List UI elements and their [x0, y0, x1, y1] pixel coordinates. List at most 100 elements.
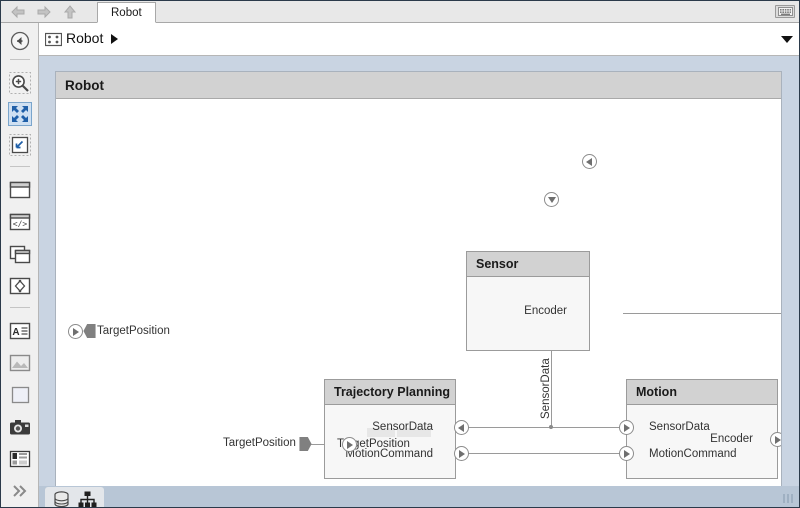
status-tool-group: [45, 487, 104, 507]
triangle-left-icon: [586, 158, 592, 166]
port-label-motion-encoder: Encoder: [710, 433, 753, 445]
svg-text:A: A: [12, 327, 19, 338]
keyboard-icon[interactable]: [775, 5, 795, 18]
fit-to-view-icon: [12, 106, 28, 122]
hierarchy-icon[interactable]: [78, 491, 97, 507]
subsystem-icon: [9, 245, 31, 263]
interface-arrow-icon: [83, 324, 96, 338]
add-annotation-button[interactable]: A: [8, 319, 32, 343]
nav-forward-button[interactable]: [33, 3, 55, 21]
block-diagram[interactable]: Sensor Encoder SensorData Trajecto: [56, 99, 781, 486]
arrow-right-icon: [37, 5, 51, 19]
triangle-right-icon: [624, 450, 630, 458]
interface-arrow-right-icon: [299, 437, 312, 451]
wire-sensordata-vertical: [551, 351, 552, 428]
model-card: Robot Sensor: [55, 71, 782, 486]
root-port-label-targetposition: TargetPosition: [97, 325, 170, 337]
zoom-in-button[interactable]: [8, 71, 32, 95]
port-label-motion-sensordata: SensorData: [649, 421, 710, 433]
canvas-area[interactable]: Robot Sensor: [39, 56, 799, 507]
port-motion-motioncommand[interactable]: [619, 446, 634, 461]
breadcrumb-label[interactable]: Robot: [66, 30, 104, 46]
scroll-grip-icon[interactable]: [783, 494, 795, 503]
block-trajectory-planning-title: Trajectory Planning: [334, 385, 451, 399]
block-sensor-title: Sensor: [476, 257, 519, 271]
tab-bar: Robot: [1, 1, 799, 23]
image-icon: [9, 354, 31, 372]
block-motion-title: Motion: [636, 385, 677, 399]
text-annotation-icon: A: [9, 322, 31, 340]
add-report-button[interactable]: [8, 447, 32, 471]
more-tools-button[interactable]: [8, 479, 32, 503]
block-sensor-header: Sensor: [467, 252, 589, 277]
add-subsystem-button[interactable]: [8, 242, 32, 266]
block-trajectory-planning[interactable]: Trajectory Planning TargetPosition Senso…: [324, 379, 456, 479]
add-image-button[interactable]: [8, 351, 32, 375]
ghost-mark-2: [397, 428, 431, 437]
tab-robot-label: Robot: [111, 6, 142, 19]
port-traj-motioncommand[interactable]: [454, 446, 469, 461]
signal-label-targetposition: TargetPosition: [223, 437, 296, 449]
chevron-double-right-icon: [13, 485, 27, 497]
wire-motioncommand: [462, 453, 649, 454]
database-icon[interactable]: [52, 490, 71, 507]
fit-to-view-button[interactable]: [8, 102, 32, 126]
add-state-chart-button[interactable]: [8, 274, 32, 298]
status-bar: [39, 486, 799, 507]
port-motion-encoder[interactable]: [770, 432, 781, 447]
breadcrumb: Robot: [39, 23, 799, 56]
left-toolbar: </> A: [1, 23, 39, 507]
navigate-back-button[interactable]: [8, 29, 32, 53]
triangle-right-icon: [73, 328, 79, 336]
triangle-right-icon: [347, 441, 353, 449]
page-title: Robot: [65, 77, 104, 93]
triangle-left-icon: [458, 424, 464, 432]
block-motion[interactable]: Motion SensorData MotionCommand Encoder: [626, 379, 778, 479]
triangle-down-icon: [548, 197, 556, 203]
port-motion-sensordata[interactable]: [619, 420, 634, 435]
arrow-left-icon: [11, 5, 25, 19]
port-label-sensor-encoder: Encoder: [524, 305, 567, 317]
add-code-block-button[interactable]: </>: [8, 210, 32, 234]
port-traj-sensordata[interactable]: [454, 420, 469, 435]
zoom-to-selection-button[interactable]: [8, 133, 32, 157]
toolbar-divider-3: [10, 307, 30, 308]
port-sensor-encoder[interactable]: [582, 154, 597, 169]
port-traj-targetposition[interactable]: [342, 437, 357, 452]
port-label-traj-sensordata: SensorData: [372, 421, 433, 433]
wire-junction: [549, 425, 553, 429]
area-icon: [11, 386, 29, 404]
block-sensor[interactable]: Sensor Encoder: [466, 251, 590, 351]
wire-encoder-seg3: [623, 313, 781, 314]
toolbar-divider-2: [10, 166, 30, 167]
toolbar-divider-1: [10, 59, 30, 60]
triangle-right-icon: [459, 450, 465, 458]
chevron-right-icon[interactable]: [111, 34, 118, 44]
svg-text:</>: </>: [13, 220, 28, 229]
tab-robot[interactable]: Robot: [97, 2, 156, 23]
camera-icon: [10, 419, 30, 434]
block-trajectory-planning-header: Trajectory Planning: [325, 380, 455, 405]
port-label-motion-motioncommand: MotionCommand: [649, 448, 737, 460]
state-chart-icon: [9, 277, 31, 295]
root-port-targetposition[interactable]: [68, 324, 83, 339]
arrow-up-icon: [63, 4, 77, 18]
zoom-in-icon: [9, 72, 31, 94]
back-circle-icon: [10, 31, 30, 51]
add-camera-button[interactable]: [8, 415, 32, 439]
add-area-button[interactable]: [8, 383, 32, 407]
model-block-icon: [44, 31, 63, 48]
port-label-traj-motioncommand: MotionCommand: [345, 448, 433, 460]
nav-up-button[interactable]: [59, 3, 81, 21]
chevron-down-icon[interactable]: [781, 36, 793, 43]
report-icon: [9, 450, 31, 468]
nav-back-button[interactable]: [7, 3, 29, 21]
triangle-right-icon: [624, 424, 630, 432]
port-sensor-bottom[interactable]: [544, 192, 559, 207]
signal-label-sensordata: SensorData: [540, 358, 552, 419]
keyboard-glyph-icon: [777, 7, 793, 16]
ghost-mark-1: [367, 428, 395, 437]
wire-sensordata: [462, 427, 649, 428]
add-block-button[interactable]: [8, 178, 32, 202]
